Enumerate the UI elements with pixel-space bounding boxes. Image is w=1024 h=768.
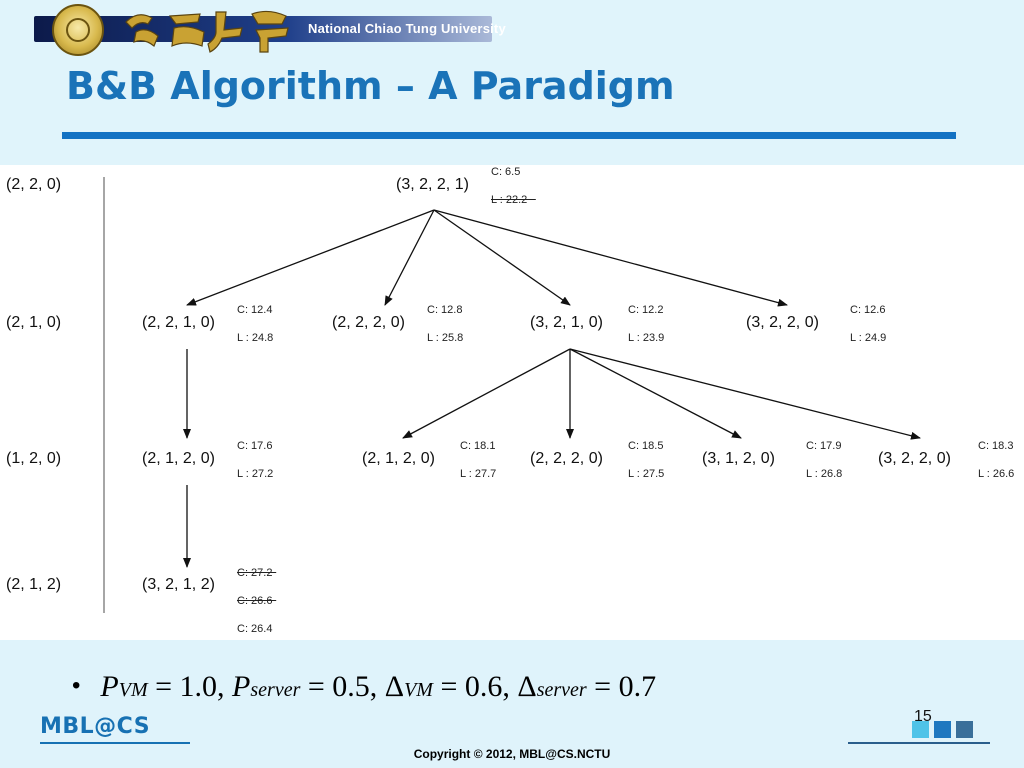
tree-node: (3, 1, 2, 0) C: 17.9 L : 26.8	[702, 440, 842, 480]
node-cost-label: C: 17.9	[806, 440, 841, 452]
node-cost-label: L : 24.9	[850, 332, 886, 344]
calligraphy-logo	[125, 10, 289, 53]
level-label: (2, 1, 0)	[6, 314, 61, 331]
tree-node: (2, 2, 2, 0) C: 12.8 L : 25.8	[332, 304, 463, 344]
node-cost-label: C: 17.6	[237, 440, 272, 452]
node-state: (2, 1, 2, 0)	[362, 450, 435, 467]
tree-node: (2, 2, 2, 0) C: 18.5 L : 27.5	[530, 440, 664, 480]
slide-title: B&B Algorithm – A Paradigm	[66, 64, 675, 108]
tree-edge-arrow	[433, 209, 571, 306]
node-cost-label: C: 26.4	[237, 623, 272, 635]
tree-edge-arrow	[433, 209, 788, 307]
node-cost-label: L : 26.8	[806, 468, 842, 480]
title-underline	[62, 132, 956, 139]
node-state: (3, 1, 2, 0)	[702, 450, 775, 467]
node-cost-label: C: 18.5	[628, 440, 663, 452]
bullet-icon: •	[72, 672, 81, 699]
node-cost-label: C: 12.8	[427, 304, 462, 316]
node-state: (2, 1, 2, 0)	[142, 450, 215, 467]
node-cost-label: C: 12.4	[237, 304, 272, 316]
page-number: 15	[914, 708, 932, 725]
node-state: (3, 2, 2, 0)	[878, 450, 951, 467]
server-subscript: server	[250, 679, 301, 701]
p-symbol: P	[232, 670, 251, 703]
mbl-logo: MBL@CS	[40, 714, 151, 739]
tree-edge-arrow	[569, 348, 742, 439]
node-state: (2, 2, 1, 0)	[142, 314, 215, 331]
vm-subscript: VM	[404, 679, 433, 701]
node-cost-label: C: 6.5	[491, 166, 520, 178]
tree-diagram-panel: (2, 2, 0) (2, 1, 0) (1, 2, 0) (2, 1, 2) (3,…	[0, 165, 1024, 640]
footer-rule-left	[40, 742, 190, 744]
tree-edge-arrow	[186, 209, 435, 306]
tree-edge-arrow	[569, 348, 921, 440]
vm-subscript: VM	[118, 679, 148, 701]
node-cost-label: L : 27.7	[460, 468, 496, 480]
footer-rule-right	[848, 742, 990, 744]
p-vm-value: = 1.0,	[147, 670, 233, 703]
tree-node: (3, 2, 2, 0) C: 18.3 L : 26.6	[878, 440, 1014, 480]
node-cost-label: L : 27.2	[237, 468, 273, 480]
tree-node: (2, 1, 2, 0) C: 17.6 L : 27.2	[142, 440, 273, 480]
tree-node: (3, 2, 2, 0) C: 12.6 L : 24.9	[746, 304, 886, 344]
node-cost-label: C: 18.3	[978, 440, 1013, 452]
university-name: National Chiao Tung University	[308, 21, 506, 36]
delta-symbol: Δ	[517, 670, 537, 703]
node-state: (3, 2, 2, 0)	[746, 314, 819, 331]
node-cost-label: L : 23.9	[628, 332, 664, 344]
level-label: (2, 2, 0)	[6, 176, 61, 193]
node-state: (2, 2, 2, 0)	[530, 450, 603, 467]
tree-node: (2, 1, 2, 0) C: 18.1 L : 27.7	[362, 440, 496, 480]
deco-square-icon	[934, 721, 951, 738]
tree-edge-arrow	[402, 348, 571, 439]
node-cost-label: C: 12.6	[850, 304, 885, 316]
server-subscript: server	[536, 679, 587, 701]
copyright-text: Copyright © 2012, MBL@CS.NCTU	[413, 747, 611, 761]
delta-symbol: Δ	[384, 670, 405, 703]
level-label: (1, 2, 0)	[6, 450, 61, 467]
node-state: (2, 2, 2, 0)	[332, 314, 405, 331]
node-cost-label: L : 24.8	[237, 332, 273, 344]
node-state: (3, 2, 1, 0)	[530, 314, 603, 331]
tree-node: (3, 2, 1, 0) C: 12.2 L : 23.9	[530, 304, 664, 344]
p-symbol: P	[100, 670, 119, 703]
tree-node: (3, 2, 1, 2)C: 27.2C: 26.6C: 26.4	[142, 567, 277, 635]
node-state: (3, 2, 1, 2)	[142, 576, 215, 593]
node-state: (3, 2, 2, 1)	[396, 176, 469, 193]
tree-edge-arrow	[384, 209, 435, 306]
node-cost-label: C: 18.1	[460, 440, 495, 452]
node-cost-label: L : 27.5	[628, 468, 664, 480]
node-cost-label: L : 25.8	[427, 332, 463, 344]
deco-square-icon	[912, 721, 929, 738]
tree-node: (3, 2, 2, 1)C: 6.5L : 22.2	[396, 166, 536, 206]
node-cost-label: C: 12.2	[628, 304, 663, 316]
level-label: (2, 1, 2)	[6, 576, 61, 593]
bullet-formula: •PVM = 1.0, Pserver = 0.5, ΔVM = 0.6, Δs…	[72, 670, 656, 704]
node-cost-label: L : 26.6	[978, 468, 1014, 480]
deco-square-icon	[956, 721, 973, 738]
delta-server-value: = 0.7	[586, 670, 657, 703]
university-seal-icon	[52, 4, 104, 56]
delta-vm-value: = 0.6,	[432, 670, 518, 703]
tree-diagram: (2, 2, 0) (2, 1, 0) (1, 2, 0) (2, 1, 2) (3,…	[6, 166, 1014, 635]
p-server-value: = 0.5,	[300, 670, 385, 703]
tree-node: (2, 2, 1, 0) C: 12.4 L : 24.8	[142, 304, 273, 344]
